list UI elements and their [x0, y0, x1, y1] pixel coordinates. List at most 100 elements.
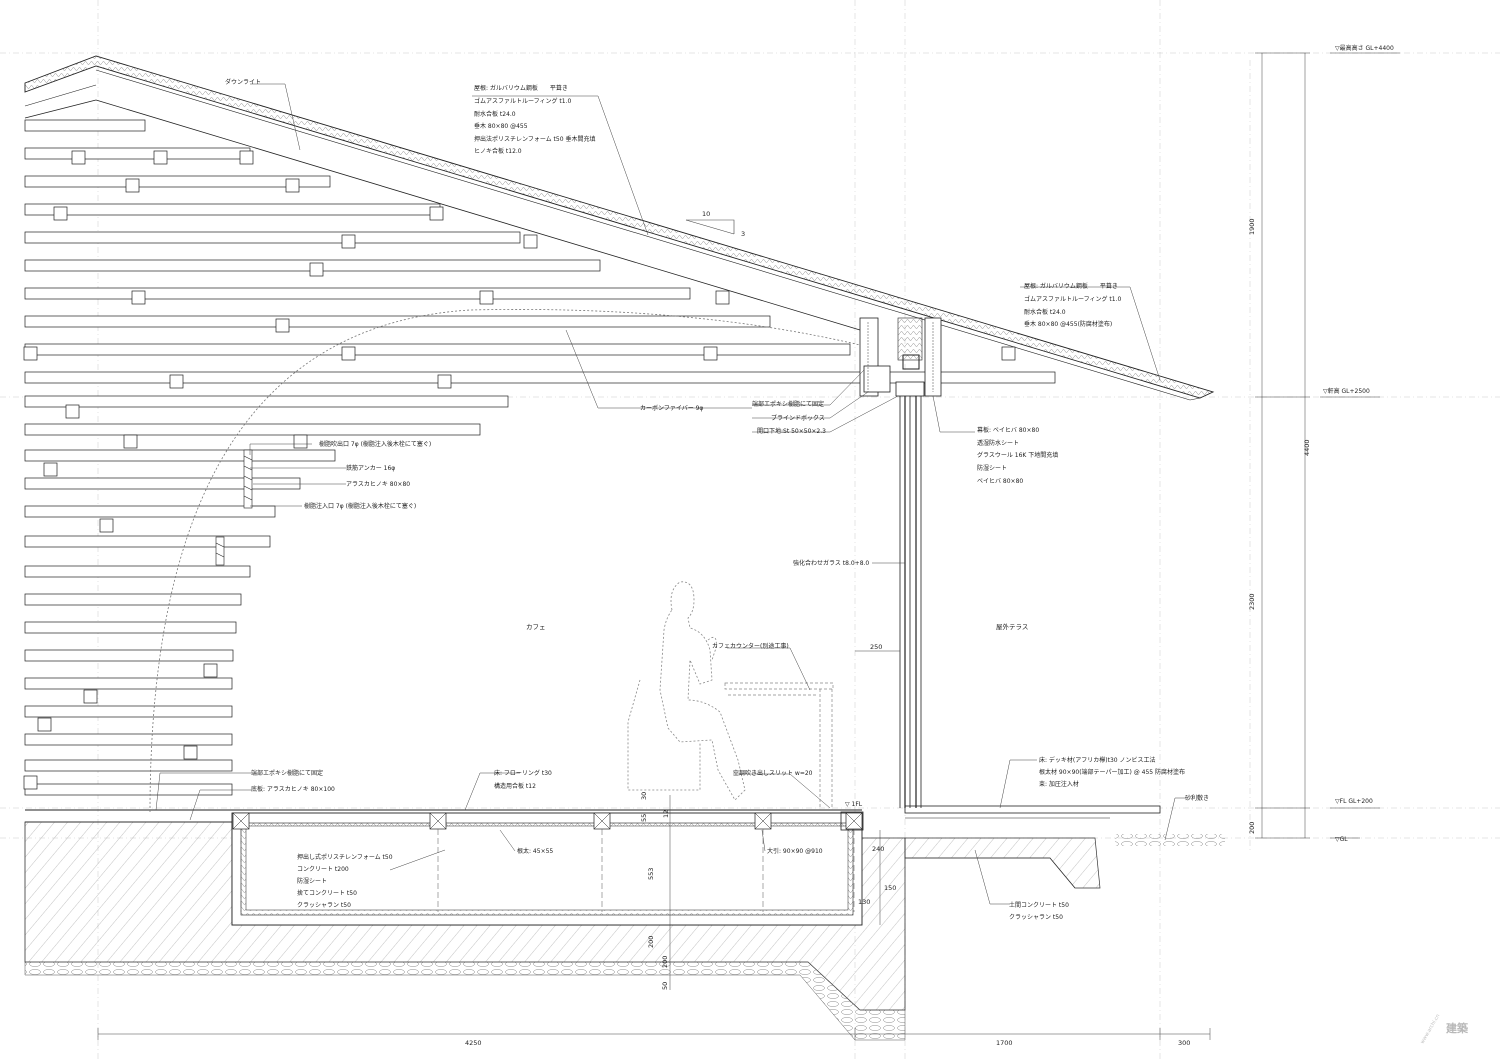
blind-box-label: ブラインドボックス [771, 414, 825, 422]
floor-spec-line: 床: フローリング t30 [494, 769, 552, 777]
level-fl: ▽FL GL+200 [1335, 798, 1373, 805]
roof-spec-line: 垂木 80×80 @455 [474, 122, 528, 130]
glass-label: 強化合わせガラス t8.0+8.0 [793, 559, 869, 567]
wall-spec-line: 防湿シート [977, 464, 1007, 472]
louver-board [24, 371, 1056, 384]
ac-slit-label: 空調吹き出しスリット w=20 [733, 769, 813, 777]
louver-block [437, 374, 452, 389]
room-terrace: 屋外テラス [996, 622, 1028, 631]
sill-label: 底板: アラスカヒノキ 80×100 [251, 785, 335, 793]
louver-block [43, 462, 58, 477]
alaska-cedar-label: アラスカヒノキ 80×80 [346, 481, 410, 488]
dim-50: 50 [661, 982, 669, 990]
eave-spec-line: 耐水合板 t24.0 [1024, 308, 1066, 316]
joist-label: 根太: 45×55 [517, 847, 553, 855]
level-1fl: ▽ 1FL [845, 801, 863, 808]
dim-130: 130 [858, 898, 870, 906]
louver-board [24, 203, 441, 216]
louver-board [24, 535, 271, 548]
louver-board [24, 565, 251, 578]
louver-board [24, 395, 509, 408]
joist-cross [754, 812, 772, 830]
slab-spec-line: コンクリート t200 [297, 866, 349, 873]
louver-board [24, 677, 233, 690]
deck-spec-line: 束: 加圧注入材 [1039, 780, 1079, 788]
louver-board [24, 783, 233, 796]
seated-person-figure [627, 581, 746, 801]
louver-block [99, 518, 114, 533]
louver-board [24, 733, 233, 746]
roof-spec-line: 屋根: ガルバリウム鋼板 平葺き [474, 84, 568, 92]
louver-board [24, 231, 521, 244]
resin-outlet-label: 樹脂吹出口 7φ (樹脂注入後木栓にて塞ぐ) [319, 440, 431, 448]
eave-spec-line: 垂木 80×80 @455(防腐材塗布) [1024, 320, 1112, 328]
louver-block [169, 374, 184, 389]
earth-spec-line: クラッシャラン t50 [1009, 914, 1063, 921]
wall-spec: 幕板: ベイヒバ 80×80 透湿防水シート グラスウール 16K 下地間充填 … [977, 426, 1058, 485]
dim-150: 150 [884, 884, 896, 892]
roof-spec-line: ヒノキ合板 t12.0 [474, 147, 522, 155]
ground-section [24, 821, 1225, 1041]
louver-block [23, 775, 38, 790]
dim-overall-height: 4400 [1303, 439, 1311, 456]
louver-block [1001, 346, 1016, 361]
joist-cross [593, 812, 611, 830]
slab-spec: 押出し式ポリスチレンフォーム t50 コンクリート t200 防湿シート 捨てコ… [297, 853, 393, 909]
dim-553: 553 [647, 868, 655, 880]
louver-board [24, 621, 237, 634]
timber-louvers [24, 119, 1056, 796]
opening-frame-label: 開口下地:St 50×50×2.3 [757, 427, 826, 435]
deck-spec: 床: デッキ材(アフリカ欅)t30 ノンビス工法 根太材 90×90(端部テーパ… [1039, 756, 1185, 788]
dim-mid: 2300 [1248, 593, 1256, 610]
louver-block [293, 434, 308, 449]
louver-block [83, 689, 98, 704]
louver-board [24, 175, 331, 188]
dimension-lines [97, 52, 1310, 1040]
epoxy-fix-label: 端部エポキシ樹脂にて固定 [752, 400, 824, 408]
louver-board [24, 705, 233, 718]
slab-spec-line: 押出し式ポリスチレンフォーム t50 [297, 853, 393, 861]
floor-slab [25, 809, 864, 926]
dim-250: 250 [870, 643, 882, 651]
wall-spec-line: グラスウール 16K 下地間充填 [977, 451, 1058, 459]
dim-200: 200 [647, 936, 655, 948]
beam-label: 大引: 90×90 @910 [767, 847, 823, 855]
louver-block [65, 404, 80, 419]
glazing-wall [859, 317, 942, 808]
louver-block [341, 234, 356, 249]
level-gl: ▽GL [1335, 836, 1348, 843]
louver-block [203, 663, 218, 678]
louver-block [523, 234, 538, 249]
wall-spec-line: 幕板: ベイヒバ 80×80 [977, 426, 1039, 434]
wall-spec-line: 透湿防水シート [977, 439, 1019, 447]
louver-block [703, 346, 718, 361]
slab-spec-line: 防湿シート [297, 877, 327, 885]
dim-30: 30 [640, 792, 648, 800]
watermark-url: www.archi.cn [1420, 1013, 1442, 1045]
louver-block [71, 150, 86, 165]
louver-board [24, 147, 251, 160]
dim-width-mid: 1700 [996, 1039, 1013, 1047]
louver-block [429, 206, 444, 221]
roof-spec-line: 押出法ポリスチレンフォーム t50 垂木間充填 [474, 135, 595, 143]
louver-block [183, 745, 198, 760]
eave-spec-line: ゴムアスファルトルーフィング t1.0 [1024, 295, 1122, 303]
slab-spec-line: 捨てコンクリート t50 [297, 889, 357, 897]
level-eave: ▽軒高 GL+2500 [1323, 387, 1370, 395]
louver-block [309, 262, 324, 277]
room-cafe: カフェ [526, 623, 546, 631]
louver-block [715, 290, 730, 305]
louver-board [24, 343, 851, 356]
louver-blocks [23, 150, 1016, 790]
carbon-fiber-label: カーボンファイバー 9φ [640, 404, 703, 412]
louver-board [24, 423, 481, 436]
louver-board [24, 119, 146, 132]
louver-block [23, 346, 38, 361]
epoxy-fix-bottom-label: 端部エポキシ樹脂にて固定 [251, 769, 323, 777]
dim-55: 55 [640, 814, 648, 822]
carbon-fiber-arc [149, 309, 861, 813]
cafe-counter-label: カフェカウンター(別途工事) [712, 642, 789, 650]
dim-base: 200 [1248, 822, 1256, 834]
wall-spec-line: ベイヒバ 80×80 [977, 478, 1023, 485]
